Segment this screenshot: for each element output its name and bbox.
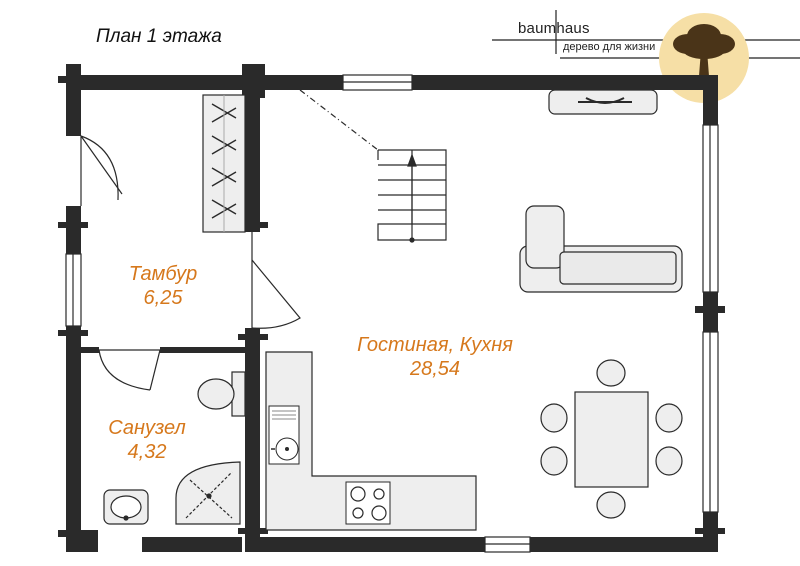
- room-label-tambur: Тамбур 6,25: [108, 262, 218, 311]
- room-label-wc: Санузел 4,32: [92, 416, 202, 465]
- room-area: 28,54: [409, 358, 461, 381]
- shower: [175, 461, 241, 525]
- room-name: Тамбур: [128, 263, 198, 285]
- entrance-door: [80, 135, 123, 206]
- living-door: [251, 232, 301, 329]
- room-name: Санузел: [108, 417, 186, 439]
- brand-tagline: дерево для жизни: [563, 41, 656, 53]
- wc-door: [98, 349, 161, 391]
- page-title: План 1 этажа: [96, 26, 222, 47]
- room-area: 4,32: [127, 441, 167, 464]
- sofa: [519, 205, 683, 293]
- kitchen-counter: [265, 351, 477, 531]
- walls: [58, 64, 725, 552]
- dining-set: [540, 359, 683, 519]
- room-area: 6,25: [143, 287, 183, 310]
- windows: [65, 74, 719, 553]
- wall-unit: [548, 89, 658, 115]
- washbasin: [103, 489, 149, 525]
- toilet: [197, 371, 246, 417]
- brand-name: baumhaus: [518, 20, 590, 37]
- room-label-living: Гостиная, Кухня 28,54: [335, 333, 535, 382]
- room-name: Гостиная, Кухня: [357, 334, 513, 356]
- wardrobe: [202, 94, 246, 233]
- stairs: [299, 89, 447, 243]
